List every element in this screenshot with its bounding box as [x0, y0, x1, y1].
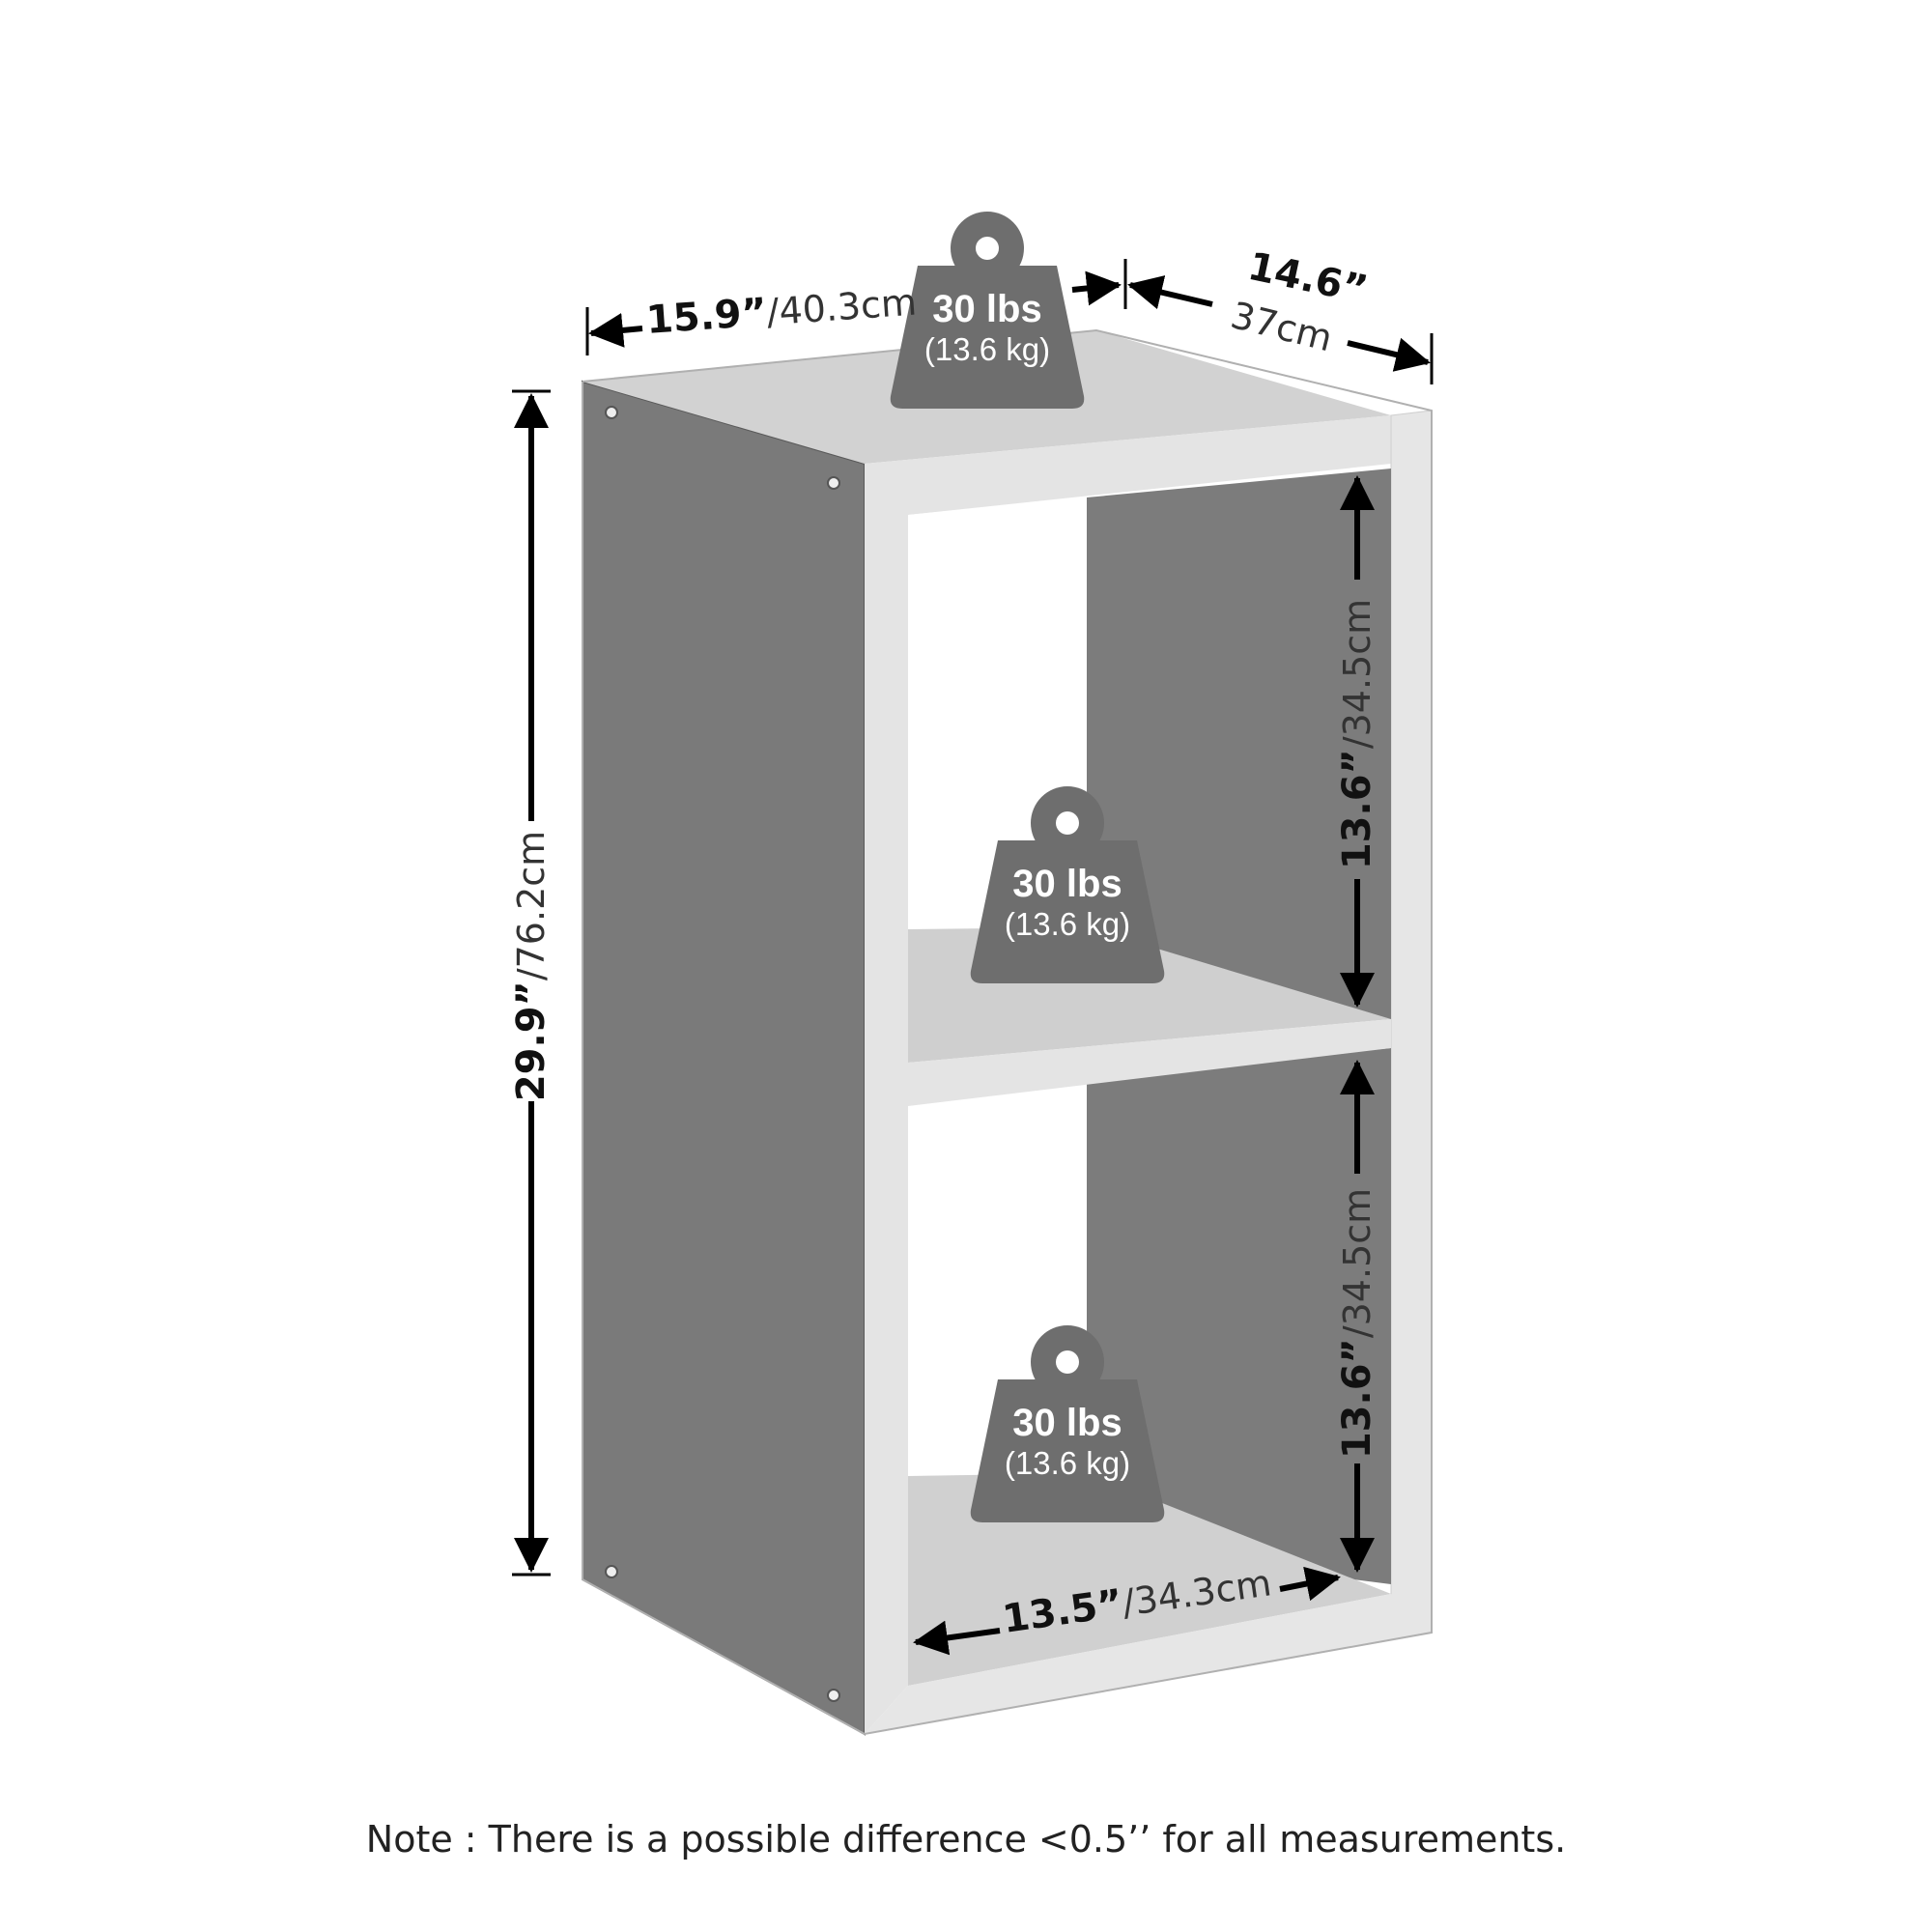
- lower-cubby-inches: 13.6”: [1335, 1338, 1379, 1459]
- weight-middle-kg: (13.6 kg): [1005, 906, 1130, 942]
- weight-top-lbs: 30 lbs: [932, 288, 1041, 330]
- bottom-floor: [908, 1473, 1391, 1686]
- upper-cubby-cm: /34.5cm: [1336, 599, 1378, 749]
- upper-cubby-inches: 13.6”: [1335, 749, 1379, 869]
- height-inches: 29.9”: [509, 980, 554, 1101]
- weight-icon: 30 lbs (13.6 kg): [970, 1325, 1165, 1522]
- bottom-front-edge: [865, 1594, 1432, 1734]
- weight-middle-lbs: 30 lbs: [1012, 863, 1122, 905]
- weight-icon: 30 lbs (13.6 kg): [890, 212, 1085, 409]
- height-dimension: 29.9”/76.2cm: [509, 389, 554, 1577]
- arrow-icon: [913, 1620, 1001, 1656]
- screw-hole: [605, 406, 618, 419]
- screw-hole: [827, 1689, 840, 1702]
- weight-top-kg: (13.6 kg): [924, 331, 1050, 367]
- back-panel-lower: [1087, 1048, 1391, 1584]
- arrow-icon: [1071, 270, 1122, 306]
- upper-cubby-dimension: 13.6”/34.5cm: [1335, 475, 1379, 1008]
- svg-text:13.6”/34.5cm: 13.6”/34.5cm: [1335, 599, 1379, 869]
- weight-bottom-kg: (13.6 kg): [1005, 1445, 1130, 1481]
- svg-text:15.9”/40.3cm: 15.9”/40.3cm: [644, 280, 918, 343]
- weight-icon: 30 lbs (13.6 kg): [970, 786, 1165, 983]
- lower-cubby-cm: /34.5cm: [1336, 1188, 1378, 1338]
- height-cm: /76.2cm: [510, 831, 553, 980]
- middle-shelf-edge: [908, 1019, 1391, 1106]
- screw-hole: [605, 1565, 618, 1578]
- side-panel: [582, 380, 866, 1736]
- cube-shelf: [582, 328, 1433, 1736]
- screw-hole: [827, 476, 840, 490]
- arrow-icon: [588, 312, 643, 348]
- arrow-icon: [1127, 275, 1213, 310]
- right-edge: [1390, 410, 1433, 1638]
- front-left-edge: [865, 464, 908, 1734]
- back-panel-upper: [1087, 469, 1391, 1024]
- width-cm: /40.3cm: [765, 281, 918, 334]
- width-inches: 15.9”: [644, 290, 768, 343]
- width-dimension: 15.9”/40.3cm: [585, 270, 1122, 355]
- top-front-edge: [865, 415, 1391, 515]
- svg-text:13.6”/34.5cm: 13.6”/34.5cm: [1335, 1188, 1379, 1459]
- measurement-note: Note : There is a possible difference <0…: [366, 1818, 1566, 1861]
- lower-cubby-dimension: 13.6”/34.5cm: [1335, 1060, 1379, 1573]
- weight-bottom-lbs: 30 lbs: [1012, 1402, 1122, 1444]
- arrow-icon: [1347, 337, 1431, 372]
- svg-text:29.9”/76.2cm: 29.9”/76.2cm: [509, 831, 554, 1101]
- arrow-icon: [1279, 1566, 1341, 1602]
